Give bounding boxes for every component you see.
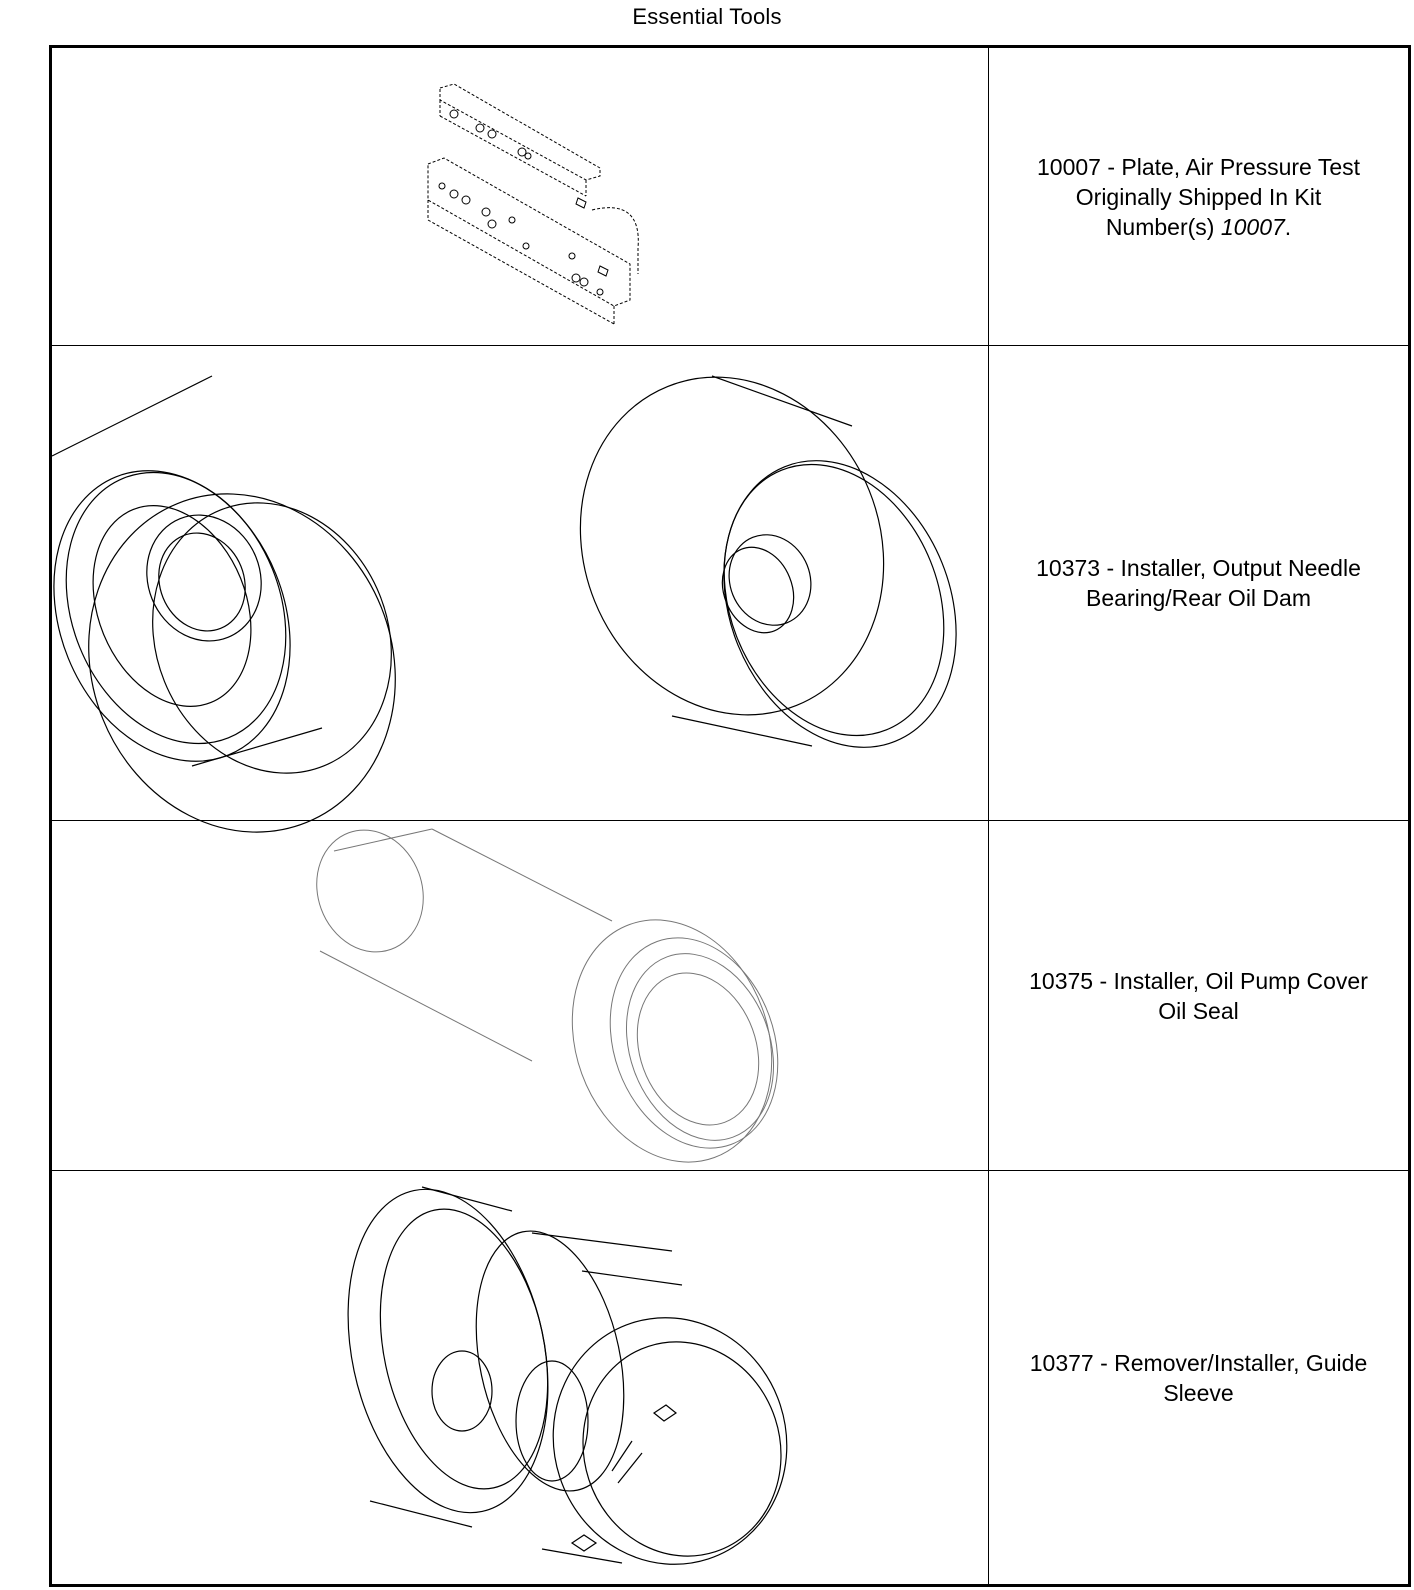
tool-kit-number-line: Number(s) 10007. [999,212,1399,242]
kit-number: 10007 [1220,213,1285,240]
tool-row-10377: 10377 - Remover/Installer, Guide Sleeve [52,1170,1408,1584]
tool-description-10007: 10007 - Plate, Air Pressure Test Origina… [988,48,1408,345]
tool-title: 10007 - Plate, Air Pressure Test [1036,153,1361,180]
tool-description-10375: 10375 - Installer, Oil Pump Cover Oil Se… [988,821,1408,1170]
tool-description-text: 10007 - Plate, Air Pressure Test Origina… [999,152,1399,242]
tool-illustration-air-pressure-test-plate [52,48,988,345]
tool-description-text: 10375 - Installer, Oil Pump Cover Oil Se… [999,966,1399,1026]
tool-title: 10377 - Remover/Installer, Guide [1029,1349,1368,1376]
tool-description-text: 10377 - Remover/Installer, Guide Sleeve [999,1348,1399,1408]
tool-row-10373: 10373 - Installer, Output Needle Bearing… [52,345,1408,820]
tool-row-10007: 10007 - Plate, Air Pressure Test Origina… [52,48,1408,345]
tool-illustration-guide-sleeve-remover-installer [52,1171,988,1584]
tool-kit-note: Originally Shipped In Kit [1075,183,1322,210]
tool-title-continued: Sleeve [1163,1379,1234,1406]
kit-label: Number(s) [1105,213,1221,240]
tool-title-continued: Oil Seal [1158,997,1239,1024]
tools-table: 10007 - Plate, Air Pressure Test Origina… [49,45,1411,1587]
tool-title-continued: Bearing/Rear Oil Dam [1086,585,1311,611]
tool-title: 10373 - Installer, Output Needle [1036,555,1361,581]
tool-title: 10375 - Installer, Oil Pump Cover [1029,967,1368,994]
tool-illustration-oil-pump-cover-installer [52,821,988,1170]
air-pressure-test-plate-drawing [52,48,988,345]
page-title: Essential Tools [632,4,782,29]
tool-illustration-output-needle-installer [52,346,988,820]
tool-description-text: 10373 - Installer, Output Needle Bearing… [999,553,1399,613]
guide-sleeve-remover-installer-drawing [52,1171,988,1585]
output-needle-installer-drawing [52,346,988,821]
tool-description-10373: 10373 - Installer, Output Needle Bearing… [988,346,1408,820]
tool-row-10375: 10375 - Installer, Oil Pump Cover Oil Se… [52,820,1408,1170]
oil-pump-cover-installer-drawing [52,821,988,1171]
tool-description-10377: 10377 - Remover/Installer, Guide Sleeve [988,1171,1408,1584]
kit-suffix: . [1284,213,1292,240]
